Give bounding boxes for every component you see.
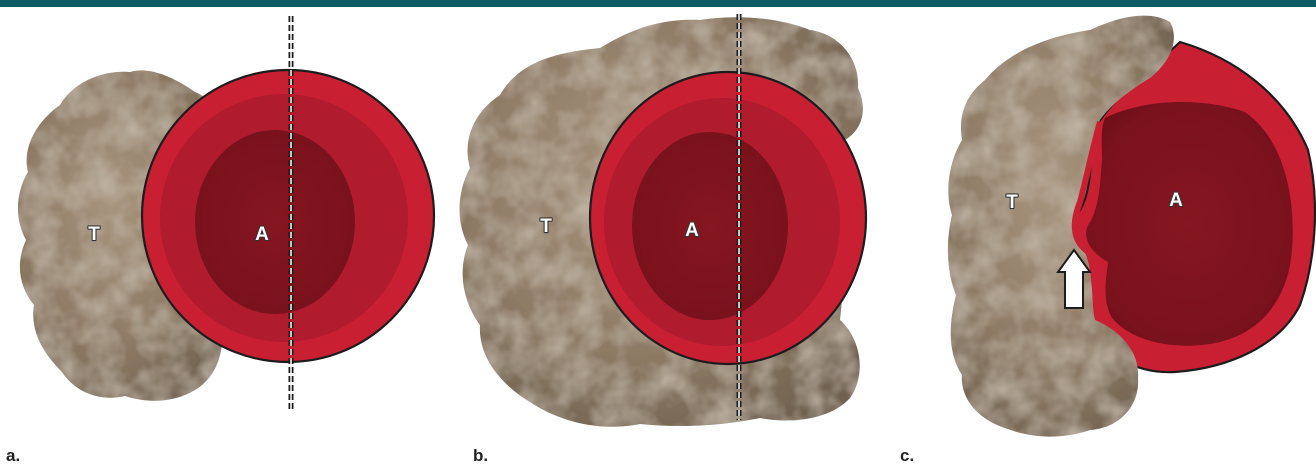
artery-mark-b: A	[685, 220, 699, 241]
artery-mark-a: A	[255, 224, 269, 245]
artery-lumen-c	[1086, 102, 1293, 346]
tumor-mark-c: T	[1006, 192, 1018, 213]
panel-a: T A	[18, 16, 434, 410]
tumor-mark-b: T	[540, 216, 552, 237]
panel-label-b: b.	[473, 446, 488, 466]
panel-b: T A	[460, 14, 866, 427]
panel-label-c: c.	[900, 446, 914, 466]
artery-lumen-b	[632, 132, 788, 320]
tumor-mark-a: T	[88, 224, 100, 245]
artery-mark-c: A	[1169, 190, 1183, 211]
panel-c: T A	[948, 16, 1315, 437]
panel-label-a: a.	[6, 446, 20, 466]
artery-lumen-a	[195, 130, 355, 314]
